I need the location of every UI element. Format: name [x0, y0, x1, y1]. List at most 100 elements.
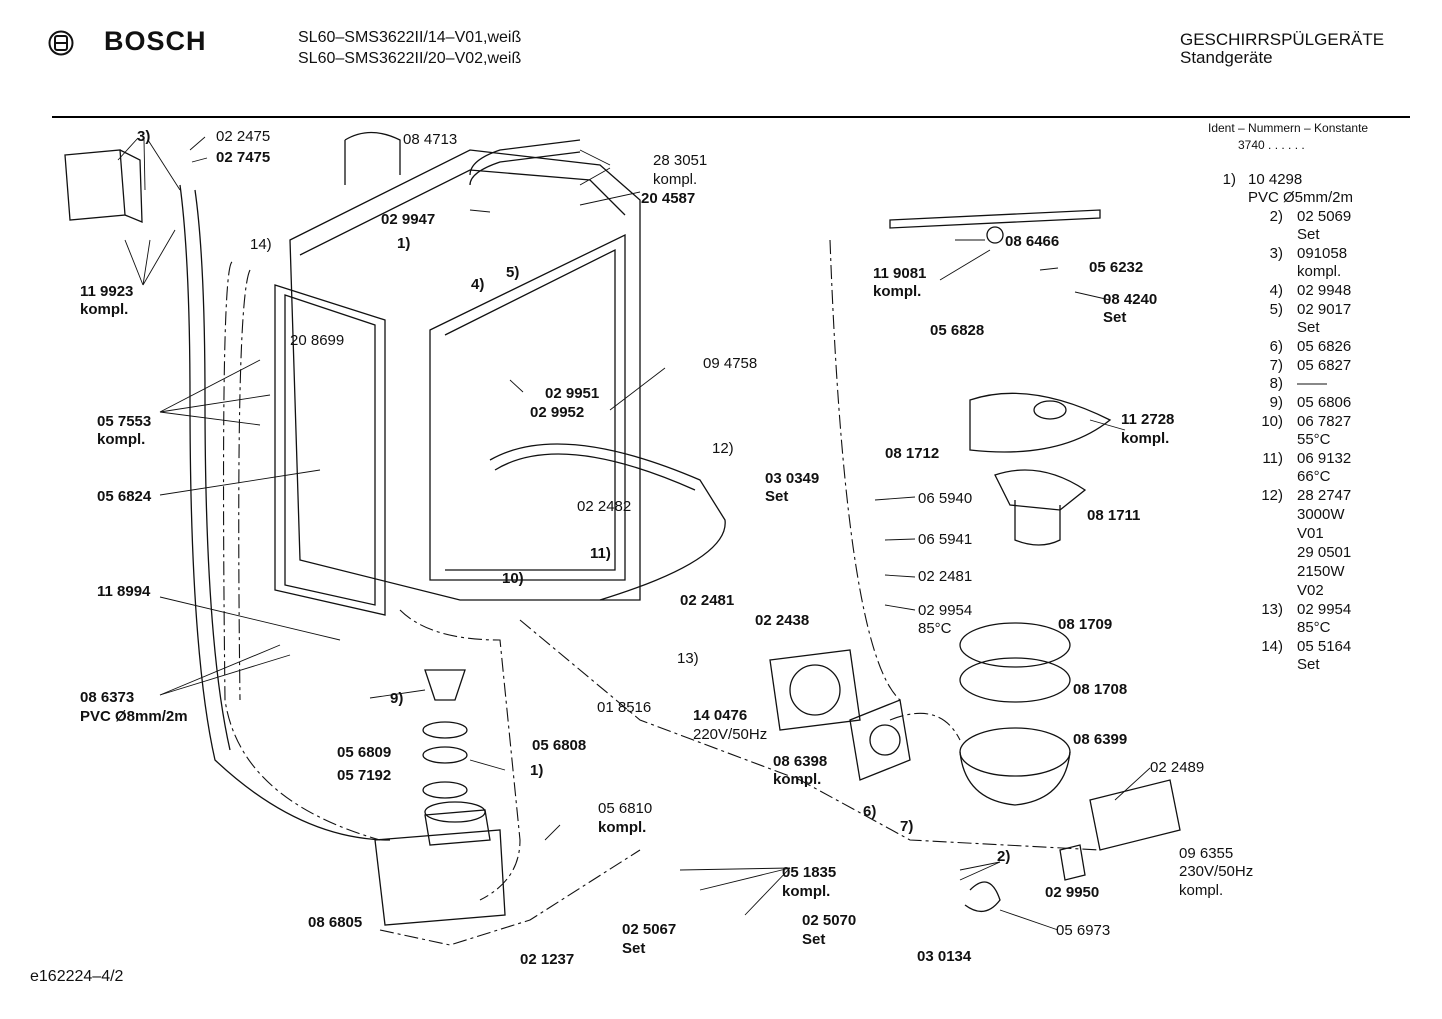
label-094758: 09 4758	[703, 355, 758, 372]
label-081711: 08 1711	[1087, 507, 1141, 524]
label-065940: 06 5940	[918, 490, 973, 507]
label-119081: 11 9081	[873, 265, 927, 282]
legend-value: ——	[1297, 375, 1327, 392]
label-086399: 08 6399	[1073, 731, 1128, 748]
legend-num: 4)	[1269, 282, 1283, 299]
label-029954-temp: 85°C	[918, 620, 952, 637]
label-119081-kompl: kompl.	[873, 283, 922, 300]
label-027475: 02 7475	[216, 149, 271, 166]
label-065941: 06 5941	[918, 531, 973, 548]
legend-value: 02 9948	[1297, 282, 1352, 299]
legend-value: 05 6806	[1297, 394, 1352, 411]
label-029951: 02 9951	[545, 385, 600, 402]
label-029952: 02 9952	[530, 404, 585, 421]
label-112728-kompl: kompl.	[1121, 430, 1170, 447]
label-283051-kompl: kompl.	[653, 171, 698, 188]
label-204587: 20 4587	[641, 190, 696, 207]
legend-value: 05 5164	[1297, 638, 1352, 655]
callout-2: 2)	[997, 848, 1011, 865]
label-086373: 08 6373	[80, 689, 135, 706]
legend-value: 66°C	[1297, 468, 1331, 485]
label-056810: 05 6810	[598, 800, 653, 817]
legend-value: kompl.	[1297, 263, 1342, 280]
callout-3: 3)	[137, 128, 151, 145]
legend-num: 9)	[1269, 394, 1283, 411]
legend-num: 1)	[1222, 171, 1236, 188]
label-283051: 28 3051	[653, 152, 708, 169]
label-081709: 08 1709	[1058, 616, 1113, 633]
category-title: GESCHIRRSPÜLGERÄTE	[1180, 30, 1385, 49]
bosch-logo-icon	[48, 30, 74, 56]
label-140476: 14 0476	[693, 707, 748, 724]
legend-value: 10 4298	[1248, 171, 1303, 188]
legend-num: 2)	[1269, 208, 1283, 225]
label-084240-set: Set	[1103, 309, 1127, 326]
callout-9: 9)	[390, 690, 404, 707]
label-030134: 03 0134	[917, 948, 972, 965]
legend-value: Set	[1297, 226, 1320, 243]
label-086805: 08 6805	[308, 914, 363, 931]
legend-num: 14)	[1261, 638, 1283, 655]
legend-num: 8)	[1269, 375, 1283, 392]
callout-1-top: 1)	[397, 235, 411, 252]
label-119923-kompl: kompl.	[80, 301, 129, 318]
legend-value: 02 9017	[1297, 301, 1352, 318]
label-056808: 05 6808	[532, 737, 587, 754]
label-025070-set: Set	[802, 931, 826, 948]
label-025067-set: Set	[622, 940, 646, 957]
legend-num: 5)	[1269, 301, 1283, 318]
label-029954: 02 9954	[918, 602, 973, 619]
callout-5: 5)	[506, 264, 520, 281]
label-025070: 02 5070	[802, 912, 857, 929]
legend-value: 05 6826	[1297, 338, 1352, 355]
legend-value: 02 5069	[1297, 208, 1352, 225]
footer-code: e162224–4/2	[30, 968, 124, 985]
legend-value: 55°C	[1297, 431, 1331, 448]
label-056973: 05 6973	[1056, 922, 1111, 939]
label-112728: 11 2728	[1121, 411, 1175, 428]
label-057553: 05 7553	[97, 413, 152, 430]
legend-num: 10)	[1261, 413, 1283, 430]
callout-4: 4)	[471, 276, 485, 293]
label-056824: 05 6824	[97, 488, 152, 505]
category-subtitle: Standgeräte	[1180, 48, 1273, 67]
legend-value: PVC Ø5mm/2m	[1248, 189, 1354, 206]
label-021237: 02 1237	[520, 951, 575, 968]
label-022481-right: 02 2481	[918, 568, 973, 585]
label-030349: 03 0349	[765, 470, 820, 487]
legend-value: 28 2747	[1297, 487, 1352, 504]
legend-num: 3)	[1269, 245, 1283, 262]
callout-1-bottom: 1)	[530, 762, 544, 779]
legend-num: 13)	[1261, 601, 1283, 618]
label-056810-kompl: kompl.	[598, 819, 647, 836]
label-029947: 02 9947	[381, 211, 436, 228]
label-029950: 02 9950	[1045, 884, 1100, 901]
label-018516: 01 8516	[597, 699, 652, 716]
label-057192: 05 7192	[337, 767, 392, 784]
label-086398: 08 6398	[773, 753, 828, 770]
legend-value: 3000W	[1297, 506, 1345, 523]
label-084240: 08 4240	[1103, 291, 1158, 308]
label-022489: 02 2489	[1150, 759, 1205, 776]
legend-value: Set	[1297, 319, 1320, 336]
legend-num: 11)	[1262, 450, 1283, 467]
label-084713: 08 4713	[403, 131, 458, 148]
label-022438: 02 2438	[755, 612, 810, 629]
legend-value: 85°C	[1297, 619, 1331, 636]
label-086398-kompl: kompl.	[773, 771, 822, 788]
label-056809: 05 6809	[337, 744, 392, 761]
legend-value: Set	[1297, 656, 1320, 673]
label-056232: 05 6232	[1089, 259, 1144, 276]
legend-value: V01	[1297, 525, 1324, 542]
legend-value: 06 9132	[1297, 450, 1352, 467]
legend-num: 7)	[1269, 357, 1283, 374]
label-119923: 11 9923	[80, 283, 134, 300]
label-051835: 05 1835	[782, 864, 837, 881]
legend-value: 02 9954	[1297, 601, 1352, 618]
label-096355-kompl: kompl.	[1179, 882, 1224, 899]
label-140476-voltage: 220V/50Hz	[693, 726, 768, 743]
legend-num: 6)	[1269, 338, 1283, 355]
label-086466: 08 6466	[1005, 233, 1060, 250]
label-022475: 02 2475	[216, 128, 271, 145]
